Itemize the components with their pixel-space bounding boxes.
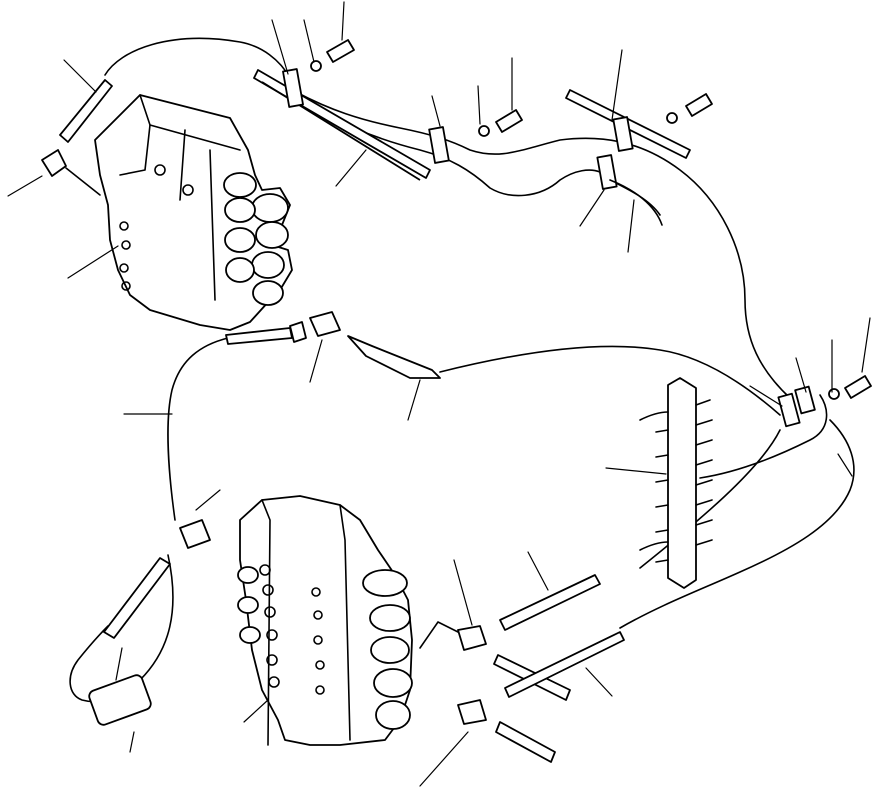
accumulator <box>88 674 152 726</box>
fittings <box>88 311 625 763</box>
lower-control-valve <box>237 495 413 746</box>
hose-right-loop <box>609 179 661 216</box>
hose-left-loop <box>167 337 229 521</box>
clamp-bracket-left <box>253 68 450 181</box>
hose-right-loop-lower <box>619 419 855 629</box>
pilot-manifold <box>639 377 713 589</box>
hose-lower-tie <box>699 394 828 479</box>
hose-clamp-run <box>295 91 791 399</box>
fasteners <box>310 39 872 400</box>
hose-top <box>104 37 291 79</box>
hose-center <box>439 345 781 416</box>
callout-leaders <box>7 1 871 787</box>
upper-control-valve <box>41 79 293 331</box>
clamp-bracket-right <box>565 89 816 428</box>
hose-manifold-link <box>639 429 781 569</box>
